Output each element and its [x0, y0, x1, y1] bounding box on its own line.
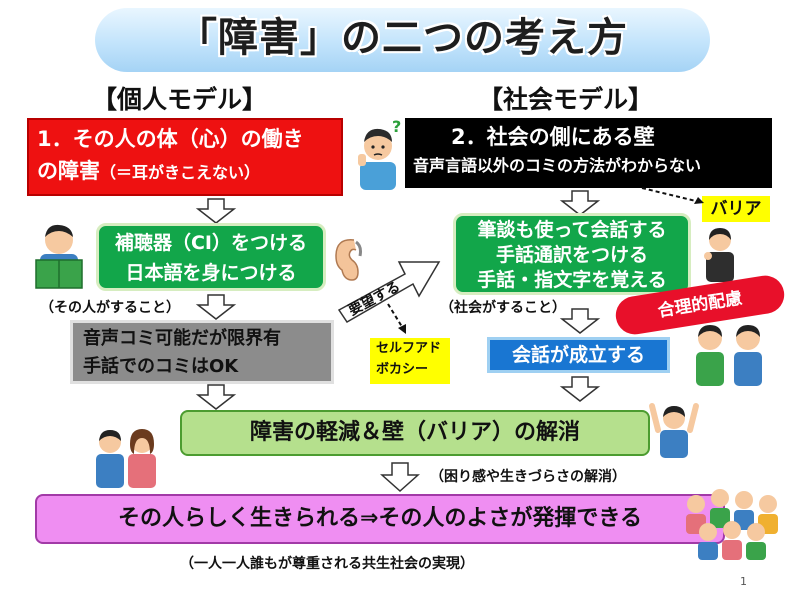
reduction-note: （困り感や生きづらさの解消） [430, 469, 626, 485]
self-advocacy-line1: セルフアド [376, 341, 442, 356]
social-model-heading: 【社会モデル】 [478, 85, 654, 114]
individual-cause-note: （＝耳がきこえない） [100, 163, 261, 182]
social-result-box: 会話が成立する [487, 337, 670, 373]
down-arrow-5 [195, 384, 237, 410]
hearing-aid-icon [335, 239, 362, 281]
confused-man-icon: ? [358, 117, 401, 190]
cheering-man-icon [649, 403, 699, 458]
self-advocacy-box: セルフアド ボカシー [370, 338, 450, 384]
individual-action-box: 補聴器（CI）をつける 日本語を身につける [96, 223, 326, 291]
social-cause-box: 2．社会の側にある壁 音声言語以外のコミの方法がわからない [405, 118, 772, 188]
final-note: （一人一人誰もが尊重される共生社会の実現） [180, 556, 474, 572]
talking-pair-icon [696, 325, 762, 386]
individual-model-heading: 【個人モデル】 [92, 85, 268, 114]
individual-action-line2: 日本語を身につける [125, 262, 297, 284]
svg-text:?: ? [392, 117, 401, 136]
self-advocacy-line2: ボカシー [376, 362, 429, 377]
down-arrow-2 [559, 190, 601, 216]
social-action-line1: 筆談も使って会話する [477, 219, 667, 241]
social-action-line2: 手話通訳をつける [495, 244, 648, 266]
crowd-icon [686, 489, 778, 560]
page-title: 「障害」の二つの考え方 [177, 15, 628, 61]
social-action-box: 筆談も使って会話する 手話通訳をつける 手話・指文字を覚える [453, 213, 691, 295]
individual-result-line1: 音声コミ可能だが限界有 [83, 328, 281, 349]
signing-woman-icon [704, 228, 734, 282]
down-arrow-4 [559, 308, 601, 334]
barrier-dashed-arrow [641, 187, 704, 204]
social-actor-note: （社会がすること） [440, 300, 566, 316]
individual-cause-line1: 1．その人の体（心）の働き [37, 127, 304, 151]
self-advocacy-dashed-arrow [387, 303, 406, 334]
reading-boy-icon [35, 224, 83, 289]
down-arrow-7 [380, 462, 420, 493]
down-arrow-6 [559, 376, 601, 402]
social-cause-line2: 音声言語以外のコミの方法がわからない [413, 156, 702, 175]
barrier-label: バリア [702, 196, 770, 222]
title-band [95, 8, 710, 72]
reduction-box: 障害の軽減＆壁（バリア）の解消 [180, 410, 650, 456]
individual-cause-line2: の障害 [37, 159, 100, 183]
final-outcome-box: その人らしく生きられる⇒その人のよさが発揮できる [35, 494, 725, 544]
page-number: 1 [740, 575, 747, 588]
request-arrow [337, 261, 441, 324]
social-action-line3: 手話・指文字を覚える [477, 269, 667, 291]
individual-result-line2: 手話でのコミはOK [83, 356, 239, 377]
down-arrow-3 [195, 294, 237, 320]
individual-action-line1: 補聴器（CI）をつける [114, 232, 307, 254]
individual-result-box: 音声コミ可能だが限界有 手話でのコミはOK [70, 320, 334, 384]
social-cause-line1: 2．社会の側にある壁 [451, 125, 655, 149]
down-arrow-1 [195, 198, 237, 224]
individual-cause-box: 1．その人の体（心）の働き の障害（＝耳がきこえない） [27, 118, 343, 196]
couple-icon [96, 429, 156, 488]
individual-actor-note: （その人がすること） [40, 300, 180, 316]
